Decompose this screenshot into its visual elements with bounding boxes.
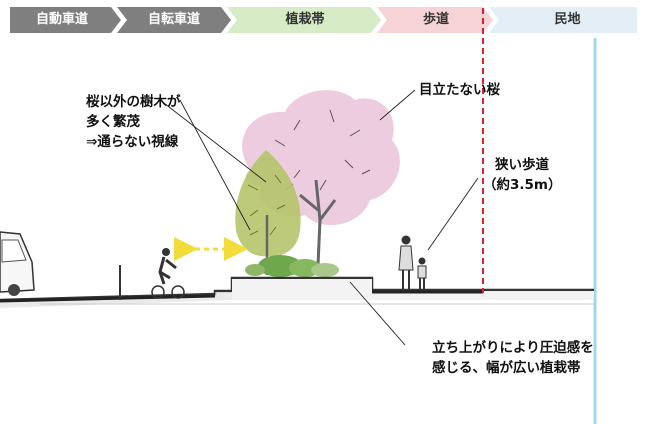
annotation-planting-strip-line2: 感じる、幅が広い植栽帯: [432, 360, 581, 376]
ground-profile: [0, 276, 594, 308]
annotation-planting-strip-line1: 立ち上がりにより圧迫感を: [432, 340, 594, 356]
zone-sidewalk-label: 歩道: [422, 12, 449, 27]
zone-planting-strip: [227, 7, 381, 33]
zone-banner-shapes: [10, 7, 637, 33]
annotation-other-trees-line1: 桜以外の樹木が: [86, 94, 181, 110]
building: [593, 38, 665, 424]
annotation-planting-strip: 立ち上がりにより圧迫感を 感じる、幅が広い植栽帯: [432, 338, 594, 378]
annotation-narrow-sidewalk-line2: （約3.5m）: [483, 177, 562, 193]
zone-bike-lane-label: 自転車道: [147, 12, 200, 27]
annotation-other-trees-line3: ⇒通らない視線: [86, 134, 179, 150]
annotation-other-trees: 桜以外の樹木が 多く繁茂 ⇒通らない視線: [86, 92, 181, 152]
pedestrians: [398, 235, 427, 290]
zone-banner: 自動車道 自転車道 植栽帯 歩道 民地: [0, 0, 665, 40]
zone-private-land: [489, 7, 637, 33]
zone-road: [10, 7, 121, 33]
annotation-other-trees-line2: 多く繁茂: [86, 114, 140, 130]
zone-bike-lane: [117, 7, 231, 33]
car: [0, 231, 35, 296]
shrubs: [245, 255, 339, 277]
annotation-narrow-sidewalk-line1: 狭い歩道: [495, 157, 549, 173]
zone-road-label: 自動車道: [35, 12, 88, 27]
cyclist: [151, 248, 185, 299]
leader-lines: [159, 89, 479, 346]
zone-private-land-label: 民地: [554, 12, 581, 27]
annotation-hidden-sakura: 目立たない桜: [419, 82, 500, 98]
zone-planting-strip-label: 植栽帯: [285, 12, 325, 27]
zone-sidewalk: [377, 7, 493, 33]
annotation-narrow-sidewalk: 狭い歩道 （約3.5m）: [483, 155, 561, 195]
